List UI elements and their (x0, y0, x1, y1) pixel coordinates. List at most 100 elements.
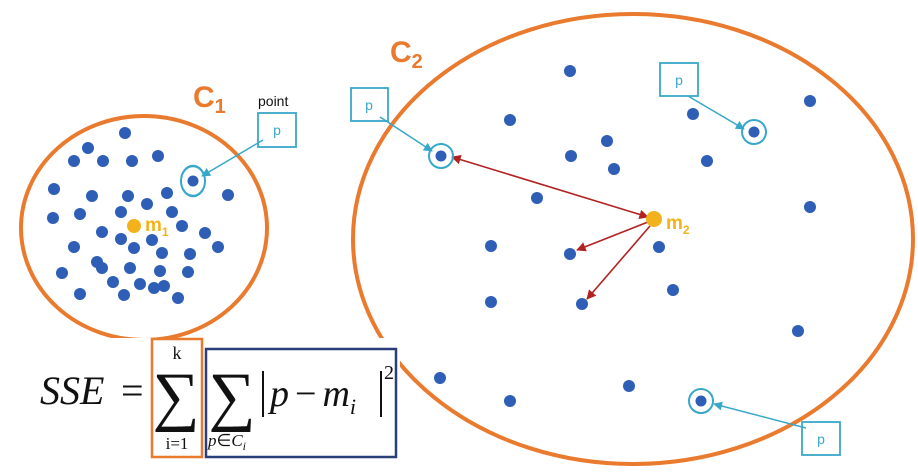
p-box-label: p (365, 97, 373, 113)
data-point (68, 241, 80, 253)
data-point (435, 150, 447, 162)
p-leader-arrow (201, 139, 264, 177)
data-point (222, 189, 234, 201)
centroid-1-dot (127, 219, 141, 233)
distance-arrows (451, 154, 651, 300)
data-point (199, 227, 211, 239)
cluster-1-label: C1 (193, 81, 226, 118)
data-point (653, 241, 665, 253)
data-point (141, 198, 153, 210)
data-point (152, 150, 164, 162)
data-point (504, 395, 516, 407)
outer-sum-box (150, 337, 204, 459)
centroid-2-label: m2 (666, 213, 690, 237)
highlight-ring (741, 119, 767, 145)
outer-sum-lower: i=1 (166, 434, 189, 453)
data-point (118, 289, 130, 301)
data-point (134, 278, 146, 290)
data-point (804, 95, 816, 107)
data-point (126, 155, 138, 167)
data-point (48, 183, 60, 195)
data-point (119, 127, 131, 139)
distance-arrow (586, 225, 651, 300)
data-point (601, 135, 613, 147)
data-point (154, 265, 166, 277)
data-point (623, 380, 635, 392)
data-point (96, 262, 108, 274)
highlighted-points (180, 119, 767, 414)
outer-sum-upper: k (173, 343, 182, 363)
data-point (161, 187, 173, 199)
point-caption: point (258, 93, 288, 109)
data-point (667, 284, 679, 296)
data-point (148, 282, 160, 294)
inner-sum-lower: p∈Ci (207, 431, 246, 453)
data-point (128, 242, 140, 254)
data-point (56, 267, 68, 279)
data-point (74, 288, 86, 300)
inner-sum-sigma: ∑ (208, 360, 255, 433)
data-point (97, 155, 109, 167)
p-leader-arrow (687, 95, 745, 130)
p-box (257, 112, 297, 148)
centroid-2-dot (646, 211, 662, 227)
data-point (158, 280, 170, 292)
formula-body: p−mi (267, 373, 356, 419)
data-point (68, 155, 80, 167)
cluster-2-points (434, 65, 816, 407)
data-point (176, 220, 188, 232)
inner-sum-box (204, 347, 398, 459)
data-point (187, 175, 199, 187)
data-point (576, 298, 588, 310)
outer-sum-sigma: ∑ (152, 360, 199, 433)
data-point (531, 192, 543, 204)
data-point (96, 226, 108, 238)
sse-formula-background (30, 338, 400, 466)
data-point (608, 163, 620, 175)
data-point (434, 372, 446, 384)
p-box-label: p (675, 72, 683, 88)
data-point (122, 190, 134, 202)
data-point (184, 248, 196, 260)
data-point (804, 201, 816, 213)
data-point (695, 395, 707, 407)
data-point (212, 241, 224, 253)
p-box (801, 421, 841, 456)
distance-arrow (451, 154, 649, 220)
data-point (107, 276, 119, 288)
data-point (182, 266, 194, 278)
data-point (146, 234, 158, 246)
data-point (701, 155, 713, 167)
centroid-1-label: m1 (145, 215, 169, 239)
data-point (172, 292, 184, 304)
cluster-1-boundary (19, 114, 269, 342)
data-point (124, 262, 136, 274)
data-point (565, 150, 577, 162)
highlight-ring (688, 388, 714, 414)
data-point (485, 296, 497, 308)
data-point (748, 126, 760, 138)
p-box (659, 62, 699, 97)
cluster-2-boundary (351, 12, 915, 466)
highlight-ring (428, 143, 454, 169)
data-point (74, 208, 86, 220)
data-point (687, 108, 699, 120)
data-point (564, 65, 576, 77)
p-annotations: point p p p p (201, 62, 841, 456)
data-point (504, 114, 516, 126)
data-point (115, 206, 127, 218)
data-point (485, 240, 497, 252)
sse-formula: SSE = k ∑ i=1 ∑ p∈Ci p−mi 2 (30, 337, 400, 466)
p-box (350, 87, 389, 122)
cluster-2-label: C2 (390, 36, 423, 73)
data-point (166, 206, 178, 218)
data-point (564, 248, 576, 260)
data-point (86, 190, 98, 202)
data-point (115, 233, 127, 245)
p-box-label: p (817, 431, 825, 447)
formula-equals: = (121, 368, 144, 413)
p-leader-arrow (379, 116, 433, 152)
highlight-ring (180, 164, 206, 198)
cluster-1-points (47, 127, 234, 304)
